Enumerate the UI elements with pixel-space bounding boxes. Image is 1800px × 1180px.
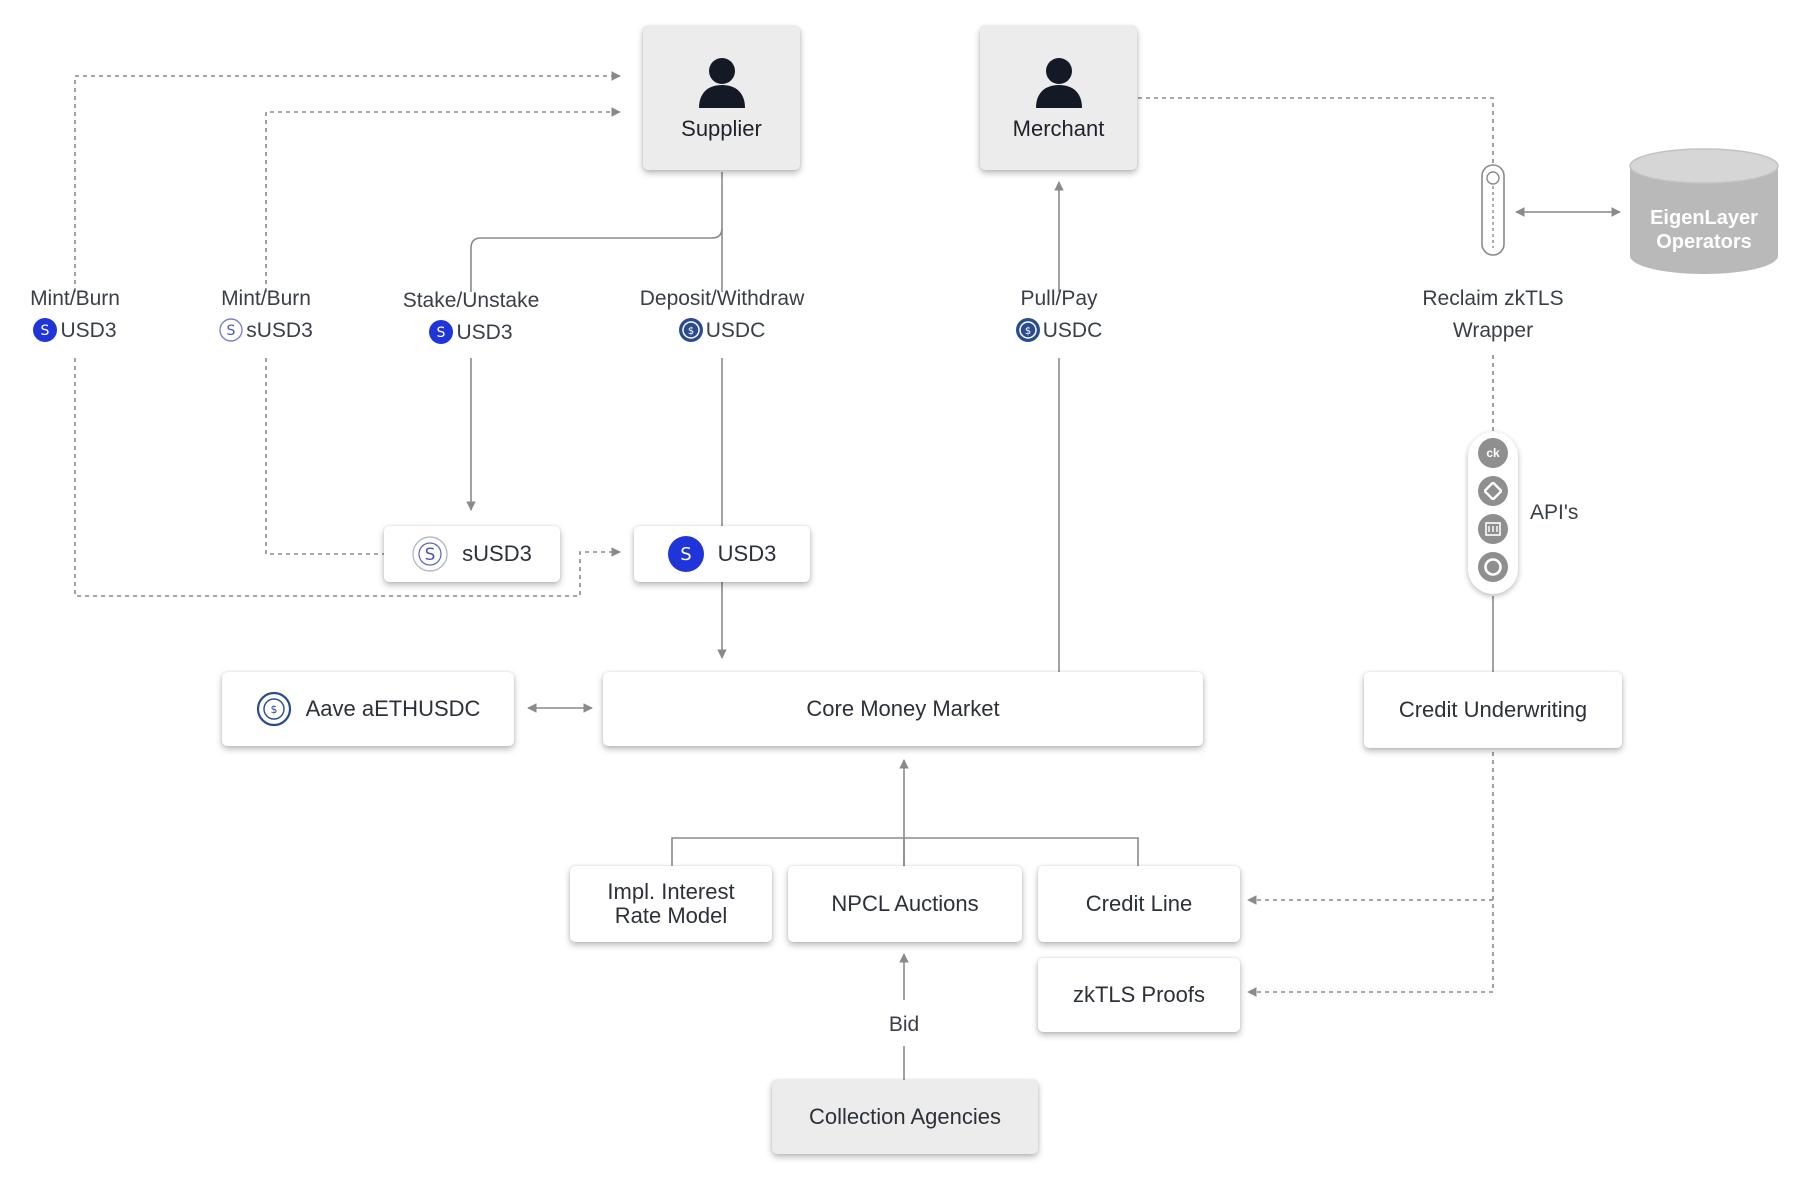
- reclaim-zktls-wrapper-label: Reclaim zkTLS Wrapper: [1422, 287, 1564, 342]
- mint-susd3-bottom-dashed: [265, 358, 384, 555]
- usdc-token-icon: $: [1015, 318, 1040, 342]
- impl-interest-line2: Rate Model: [614, 903, 728, 928]
- apis-label: API's: [1530, 501, 1579, 524]
- impl-interest-rate-model-box[interactable]: Impl. Interest Rate Model: [570, 866, 772, 942]
- supplier-stake-line: [470, 172, 723, 292]
- svg-text:S: S: [437, 325, 446, 341]
- aave-aethusdc-box[interactable]: $ Aave aETHUSDC: [222, 672, 514, 746]
- susd3-token-icon: S: [219, 318, 243, 342]
- aave-label: Aave aETHUSDC: [305, 696, 481, 721]
- credit-line-label: Credit Line: [1085, 891, 1193, 916]
- usd3-token-icon: S: [33, 318, 58, 342]
- ck-icon: ck: [1478, 438, 1508, 468]
- merchant-to-reclaim-dashed: [1138, 97, 1494, 165]
- collection-agencies-node[interactable]: Collection Agencies: [772, 1080, 1038, 1154]
- svg-text:S: S: [41, 323, 50, 339]
- svg-text:S: S: [227, 323, 236, 339]
- aave-usdc-icon: $: [256, 691, 291, 727]
- core-money-market-box[interactable]: Core Money Market: [603, 672, 1203, 746]
- eigenlayer-line1: EigenLayer: [1650, 207, 1758, 229]
- svg-text:S: S: [425, 545, 436, 565]
- reclaim-wrapper-icon: [1481, 164, 1505, 256]
- mint-susd3-top-dashed: [265, 107, 621, 292]
- mint-usd3-bottom-dashed: [74, 358, 621, 597]
- merchant-label: Merchant: [1012, 116, 1105, 141]
- user-icon: [698, 58, 745, 108]
- usd3-token-icon: S: [667, 536, 704, 572]
- chase-icon: [1478, 476, 1508, 506]
- bottom-bracket: [671, 837, 1139, 866]
- susd3-token-icon: S: [412, 536, 448, 572]
- susd3-box[interactable]: S sUSD3: [384, 526, 560, 582]
- npcl-auctions-box[interactable]: NPCL Auctions: [788, 866, 1022, 942]
- svg-text:S: S: [680, 544, 691, 565]
- zktls-proofs-box[interactable]: zkTLS Proofs: [1038, 958, 1240, 1032]
- core-money-market-label: Core Money Market: [806, 696, 1000, 721]
- bank-icon: [1478, 514, 1508, 544]
- eigenlayer-operators-database[interactable]: EigenLayer Operators: [1628, 148, 1780, 276]
- collection-agencies-label: Collection Agencies: [808, 1104, 1001, 1129]
- npcl-auctions-label: NPCL Auctions: [831, 891, 979, 916]
- credit-line-box[interactable]: Credit Line: [1038, 866, 1240, 942]
- usd3-label: USD3: [717, 541, 777, 566]
- susd3-label: sUSD3: [462, 541, 532, 566]
- svg-text:$: $: [270, 703, 277, 716]
- deposit-withdraw-label: Deposit/Withdraw $USDC: [639, 287, 805, 342]
- svg-text:$: $: [1025, 326, 1031, 337]
- credit-underwriting-box[interactable]: Credit Underwriting: [1364, 672, 1622, 748]
- impl-interest-line1: Impl. Interest: [607, 879, 735, 904]
- supplier-node[interactable]: Supplier: [643, 26, 800, 170]
- zktls-proofs-label: zkTLS Proofs: [1072, 982, 1206, 1007]
- coinbase-icon: [1478, 552, 1508, 582]
- usd3-token-icon: S: [429, 320, 454, 344]
- merchant-node[interactable]: Merchant: [980, 26, 1137, 170]
- pull-pay-label: Pull/Pay $USDC: [994, 283, 1124, 347]
- usdc-token-icon: $: [678, 318, 703, 342]
- svg-text:$: $: [688, 326, 694, 337]
- mint-usd3-top-dashed: [74, 71, 621, 292]
- bid-label: Bid: [888, 1013, 920, 1036]
- supplier-label: Supplier: [681, 116, 762, 141]
- usd3-box[interactable]: S USD3: [634, 526, 810, 582]
- user-icon: [1035, 58, 1082, 108]
- credit-underwriting-label: Credit Underwriting: [1398, 697, 1588, 722]
- eigenlayer-line2: Operators: [1656, 231, 1752, 253]
